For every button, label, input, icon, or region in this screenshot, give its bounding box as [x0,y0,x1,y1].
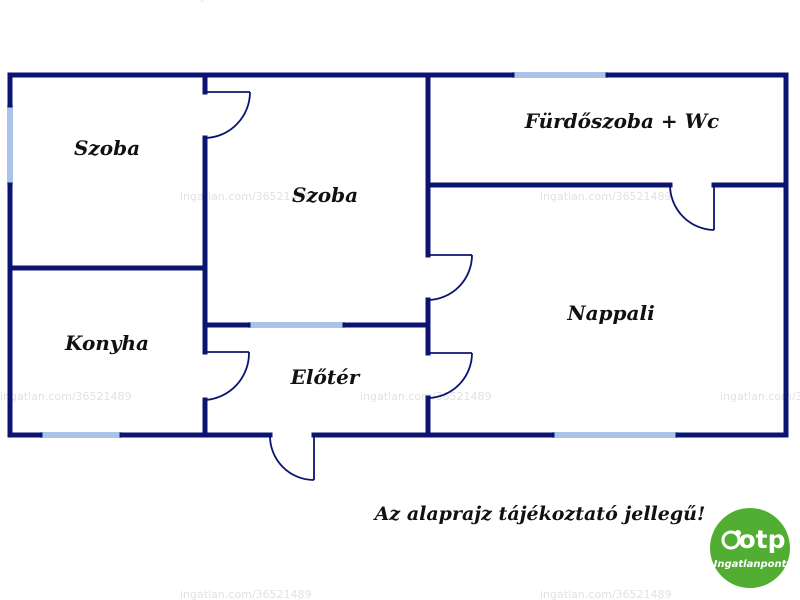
door-center-room [427,254,473,301]
logo-circle [710,508,790,588]
room-labels: Szoba Szoba Fürdőszoba + Wc Konyha Előté… [64,109,719,389]
door-entrance [269,434,315,481]
watermark-bottom-left: ingatlan.com/36521489 [180,588,312,600]
room-label-hall: Előtér [290,365,361,389]
door-left-room [204,91,251,139]
otp-ingatlanpont-logo: otp Ingatlanpont [710,508,790,588]
watermark-top-center: ingatlan.com/36521489 [188,0,320,3]
walls [7,72,789,438]
watermark-mid-left: ingatlan.com/36521489 [180,190,312,203]
room-label-bathroom: Fürdőszoba + Wc [524,109,719,133]
door-bathroom [669,184,715,231]
disclaimer-text: Az alaprajz tájékoztató jellegű! [373,503,706,525]
room-label-kitchen: Konyha [64,331,149,355]
room-label-szoba-center: Szoba [292,183,358,207]
logo-brand-text: otp [738,525,785,554]
watermark-mid-right: ingatlan.com/36521489 [540,190,672,203]
watermark-bottom-right: ingatlan.com/36521489 [540,588,672,600]
door-kitchen [204,351,250,401]
room-label-living: Nappali [566,301,654,325]
doors [204,91,715,481]
logo-sub-text: Ingatlanpont [714,559,788,570]
watermark-row-right: ingatlan.com/36521489 [720,390,800,403]
windows [7,72,678,438]
room-label-szoba-left: Szoba [74,136,140,160]
logo-mark-icon [721,530,741,550]
watermark-row-left: ingatlan.com/36521489 [0,390,132,403]
door-living [427,352,473,399]
